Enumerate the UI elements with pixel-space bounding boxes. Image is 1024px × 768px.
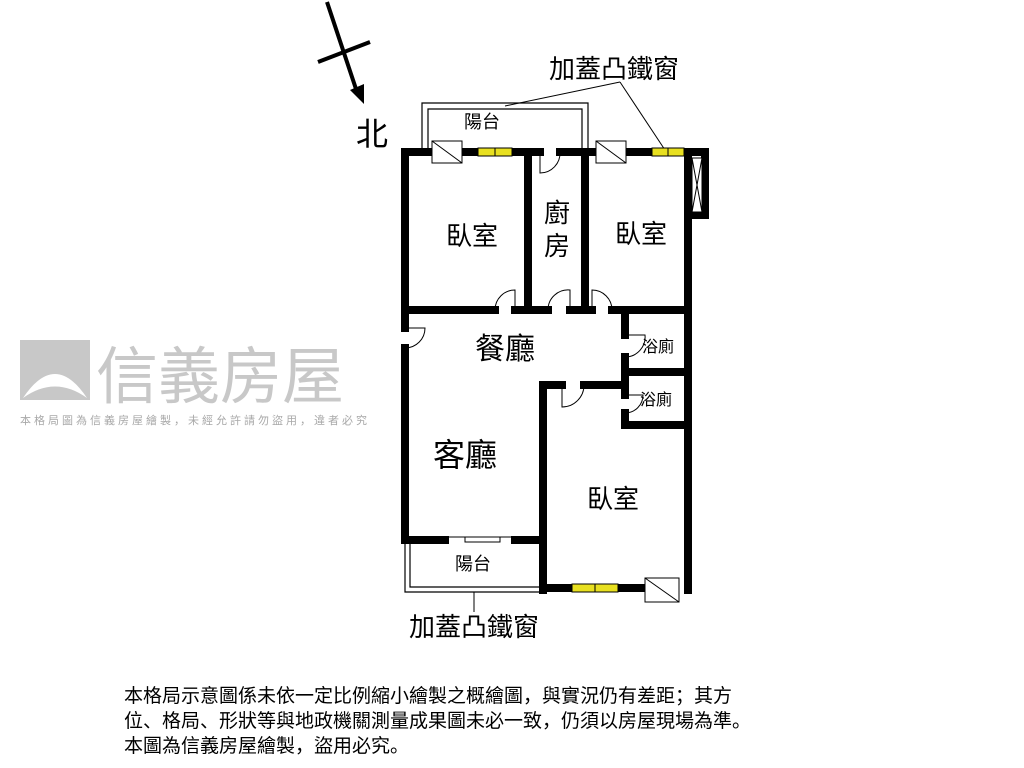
walls xyxy=(401,148,709,594)
room-label-bath-1: 浴廁 xyxy=(642,337,674,356)
disclaimer: 本格局示意圖係未依一定比例縮小繪製之概繪圖，與實況仍有差距；其方 位、格局、形狀… xyxy=(124,684,924,759)
watermark-brand: 信義房屋 xyxy=(96,340,344,413)
leader-line-top xyxy=(504,81,621,107)
annotation-top: 加蓋凸鐵窗 xyxy=(549,55,679,85)
room-label-living: 客廳 xyxy=(433,436,497,474)
windows xyxy=(431,140,703,603)
room-label-kitchen-2: 房 xyxy=(544,232,570,262)
room-label-bedroom-s: 臥室 xyxy=(587,485,639,515)
balcony-outlines xyxy=(404,102,589,593)
room-label-bath-2: 浴廁 xyxy=(640,390,672,409)
disclaimer-line: 位、格局、形狀等與地政機關測量成果圖未必一致，仍須以房屋現場為準。 xyxy=(124,710,752,732)
north-label: 北 xyxy=(356,115,388,153)
doors xyxy=(404,151,646,414)
room-label-bedroom-ne: 臥室 xyxy=(615,220,667,250)
north-arrow-icon xyxy=(317,1,371,104)
disclaimer-line: 本圖為信義房屋繪製，盜用必究。 xyxy=(124,735,410,757)
room-label-dining: 餐廳 xyxy=(475,332,535,367)
room-label-balcony-bottom: 陽台 xyxy=(455,554,491,575)
disclaimer-line: 本格局示意圖係未依一定比例縮小繪製之概繪圖，與實況仍有差距；其方 xyxy=(124,685,733,707)
room-label-balcony-top: 陽台 xyxy=(464,112,500,133)
watermark-notice: 本格局圖為信義房屋繪製，未經允許請勿盜用，違者必究 xyxy=(20,413,370,427)
room-label-bedroom-nw: 臥室 xyxy=(446,222,498,252)
watermark: 信義房屋 本格局圖為信義房屋繪製，未經允許請勿盜用，違者必究 xyxy=(20,340,370,427)
annotation-bottom: 加蓋凸鐵窗 xyxy=(409,613,539,643)
room-label-kitchen-1: 廚 xyxy=(544,199,570,229)
